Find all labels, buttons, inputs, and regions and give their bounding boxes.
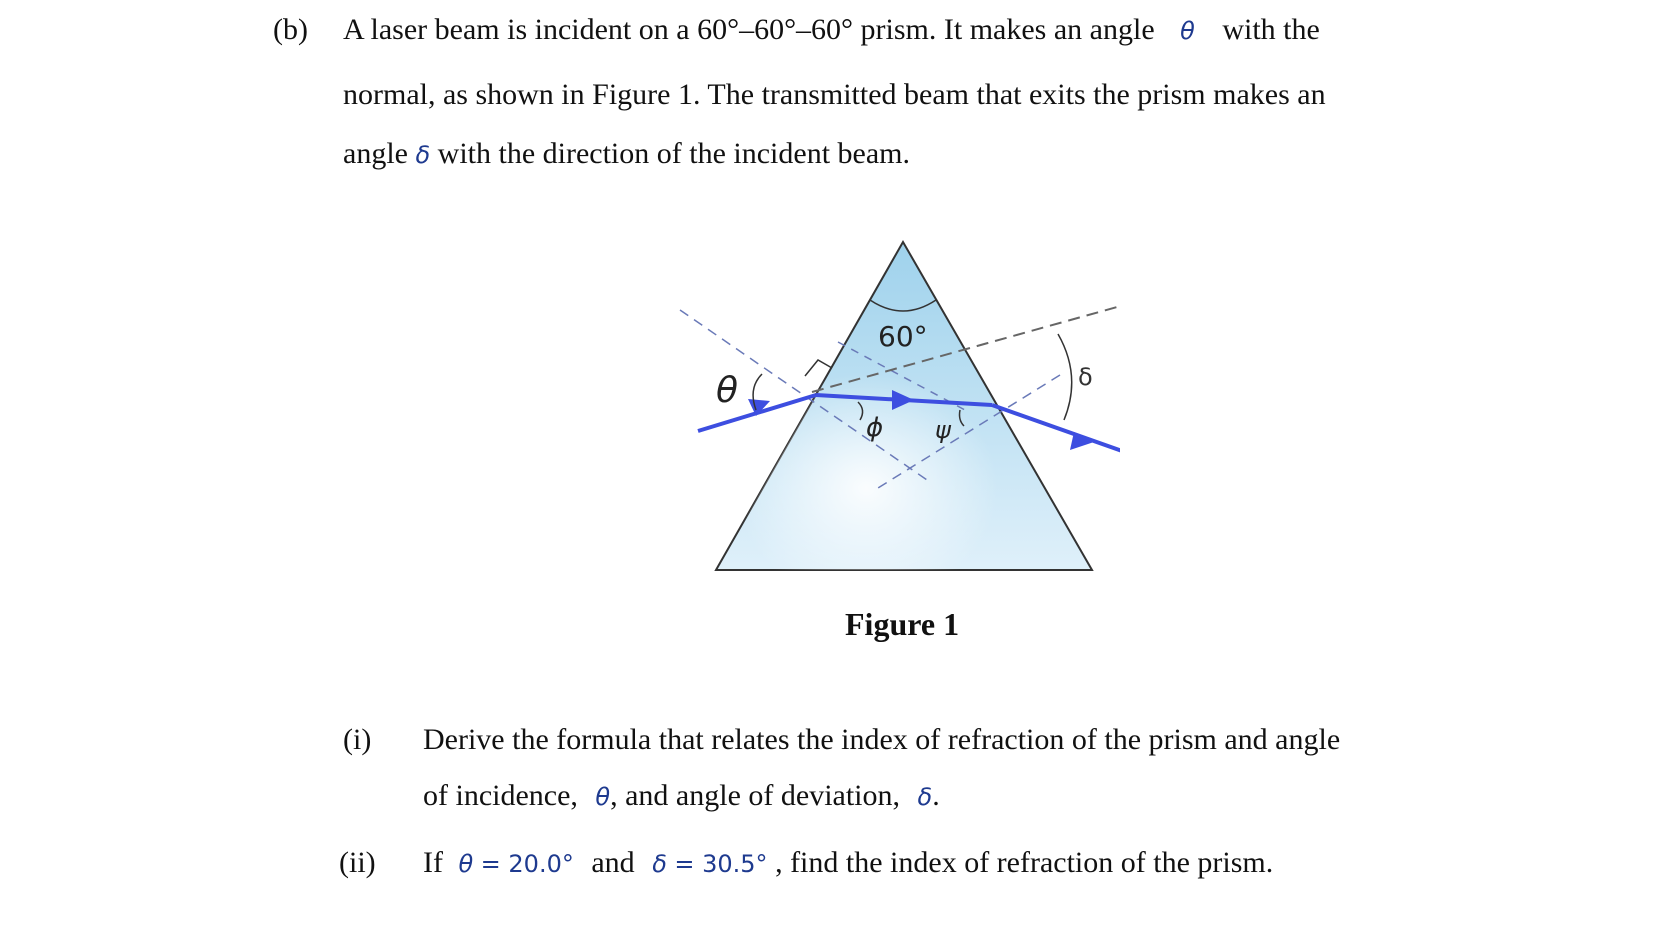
subpart-i-text-a: of incidence, [423,779,578,812]
exit-beam [991,403,1120,453]
subpart-ii-delta-value: = 30.5° [674,850,768,878]
internal-guide-line [837,341,966,411]
subpart-i-line-2: of incidence, θ, and angle of deviation,… [423,778,940,815]
subpart-ii-line: If θ = 20.0° and δ = 30.5° , find the in… [423,845,1273,882]
intro-text-3a: angle [343,137,408,170]
subpart-ii-label: (ii) [339,846,376,879]
intro-text-1a: A laser beam is incident on a 60°–60°–60… [343,13,1155,46]
exit-normal-line [877,374,1061,489]
subpart-ii-text: , find the index of refraction of the pr… [775,846,1274,879]
intro-text-3b: with the direction of the incident beam. [437,137,911,170]
intro-line-1: A laser beam is incident on a 60°–60°–60… [343,12,1320,49]
subpart-i-label: (i) [343,723,372,756]
delta-symbol: δ [415,141,431,169]
phi-label: ϕ [866,413,883,443]
prism-figure: 60° θ ϕ ψ δ [679,239,1120,571]
subpart-ii-theta: θ [458,850,474,878]
psi-arc [958,409,965,427]
theta-arc [752,373,763,411]
subpart-ii-if: If [423,846,443,879]
delta-arc [1057,333,1073,421]
intro-text-1b: with the [1222,13,1320,46]
theta-label: θ [716,370,738,411]
prism-highlight [716,242,1092,570]
subpart-i-delta: δ [917,783,933,811]
apex-angle-label: 60° [878,320,928,353]
subpart-ii-and: and [591,846,635,879]
exit-beam-arrow [1070,432,1097,450]
psi-label: ψ [935,416,952,444]
intro-line-2: normal, as shown in Figure 1. The transm… [343,78,1326,111]
figure-caption: Figure 1 [845,606,960,642]
part-label: (b) [273,13,308,46]
intro-line-3: angle δ with the direction of the incide… [343,136,910,173]
apex-angle-arc [869,299,937,312]
subpart-ii-theta-value: = 20.0° [480,850,574,878]
subpart-ii-delta: δ [652,850,667,878]
subpart-i-text-c: . [932,779,940,812]
internal-beam-arrow [892,390,914,410]
subpart-i-line-1: Derive the formula that relates the inde… [423,723,1341,756]
theta-symbol: θ [1180,17,1195,45]
delta-label: δ [1078,363,1093,391]
phi-arc [857,401,864,421]
right-angle-marker [804,359,833,377]
subpart-i-text-b: , and angle of deviation, [610,779,901,812]
subpart-i-theta: θ [595,783,611,811]
